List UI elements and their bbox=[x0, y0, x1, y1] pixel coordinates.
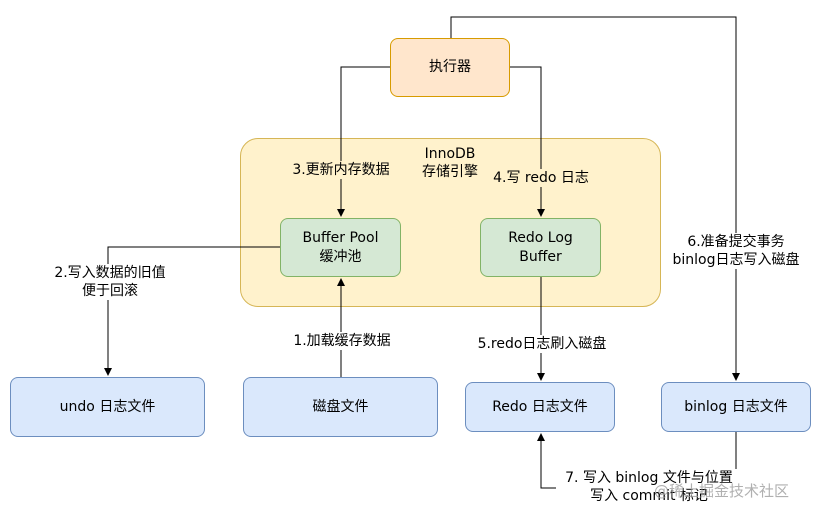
binlog-file-node: binlog 日志文件 bbox=[661, 382, 811, 432]
edge-2-label: 2.写入数据的旧值 便于回滚 bbox=[42, 264, 178, 300]
innodb-label: InnoDB 存储引擎 bbox=[422, 146, 478, 180]
executor-node: 执行器 bbox=[390, 38, 510, 97]
edge-6-label: 6.准备提交事务 binlog日志写入磁盘 bbox=[663, 233, 809, 269]
edge-7-label: 7. 写入 binlog 文件与位置 写入 commit 标记 bbox=[556, 469, 742, 505]
edge-6-line bbox=[450, 16, 740, 381]
edge-3-label: 3.更新内存数据 bbox=[287, 161, 395, 179]
edge-5-label: 5.redo日志刷入磁盘 bbox=[472, 335, 612, 353]
edge-3-line bbox=[337, 66, 390, 217]
undo-file-node: undo 日志文件 bbox=[10, 377, 205, 437]
buffer-pool-node: Buffer Pool 缓冲池 bbox=[280, 218, 401, 277]
edge-2-line bbox=[104, 246, 280, 376]
disk-file-node: 磁盘文件 bbox=[243, 377, 438, 437]
watermark-text: @稀土掘金技术社区 bbox=[654, 482, 790, 500]
edge-1-label: 1.加载缓存数据 bbox=[287, 332, 397, 350]
edge-4-line bbox=[510, 66, 545, 217]
edge-4-label: 4.写 redo 日志 bbox=[491, 169, 591, 187]
redo-file-node: Redo 日志文件 bbox=[465, 382, 615, 432]
redo-log-buffer-node: Redo Log Buffer bbox=[480, 218, 601, 277]
